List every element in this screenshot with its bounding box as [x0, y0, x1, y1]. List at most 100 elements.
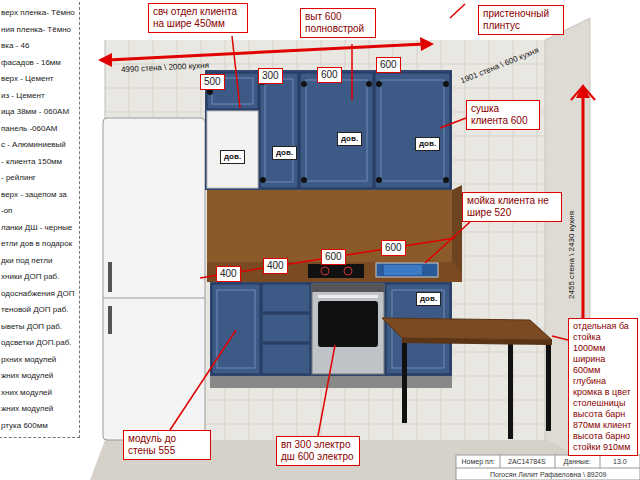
dimension-label: 2455 стена \ 2430 кухня [567, 211, 577, 299]
callout-box: отдельная ба стойка 1000мм ширина 600мм … [568, 318, 638, 456]
node-text: 400 [267, 260, 284, 272]
oven-window [318, 301, 378, 347]
plinth [210, 376, 452, 388]
cabinet-door [212, 284, 260, 374]
leader-line [552, 336, 568, 340]
door-tag: дов. [220, 150, 245, 164]
title-block [456, 455, 640, 480]
node-text: ыветы ДОП раб. [1, 319, 75, 336]
hinge-dot [301, 177, 307, 183]
door-tag: дов. [337, 132, 362, 146]
callout-box: пристеночный плинтус [478, 5, 564, 35]
title-block-cell: Данные: [564, 457, 591, 466]
node-text: вп 300 электро дш 600 электро [281, 439, 355, 463]
door-panel [306, 80, 367, 181]
cabinet-door [375, 73, 450, 188]
title-block-cell: 13.0 [613, 457, 627, 466]
node-text: одсветки ДОП.раб. [1, 335, 75, 352]
oven-handle [318, 295, 378, 298]
title-block-cell: 2АС14784S [508, 457, 546, 466]
fridge-handle [108, 306, 112, 334]
node-text: отдельная ба стойка 1000мм ширина 600мм … [573, 321, 633, 453]
burner [321, 267, 329, 275]
cooktop [308, 264, 364, 278]
node-text: ртука 600мм [1, 418, 75, 435]
dimension-box: 600 [376, 57, 401, 73]
hinge-dot [443, 81, 449, 87]
node-text: фасадов - 16мм [1, 55, 75, 72]
hinge-dot [260, 177, 266, 183]
title-block-grid [456, 455, 640, 468]
door-tag: дов. [415, 137, 440, 151]
node-text: пристеночный плинтус [483, 8, 559, 32]
cabinet-door [300, 73, 373, 188]
node-text: жних модулей [1, 368, 75, 385]
node-text: 300 [262, 70, 279, 82]
arrow-chevron [571, 86, 595, 100]
countertop [207, 262, 462, 282]
callout-box: мойка клиента не шире 520 [462, 192, 562, 222]
node-text: - рейлинг [1, 170, 75, 187]
callout-box: выт 600 полновстрой [300, 8, 376, 38]
bar-table-edge [402, 338, 552, 345]
node-text: 400 [220, 268, 237, 280]
drawer [262, 314, 310, 342]
node-text: мойка клиента не шире 520 [467, 195, 557, 219]
fridge [103, 118, 205, 440]
callout-box: вп 300 электро дш 600 электро [276, 436, 360, 466]
node-text: панель -060AM [1, 121, 75, 138]
node-text: с - Алюминиевый [1, 137, 75, 154]
node-text: верх - зацепом за [1, 187, 75, 204]
leader-line [232, 36, 240, 108]
node-text: 500 [204, 76, 221, 88]
drawer [262, 344, 310, 374]
leader-line [351, 44, 353, 100]
node-text: выт 600 полновстрой [305, 11, 371, 35]
dimension-box: 400 [263, 258, 288, 274]
door-panel [265, 79, 293, 182]
leader-line [318, 345, 335, 436]
drawer [262, 284, 310, 312]
dimension-box: 400 [216, 266, 241, 282]
node-text: етли дов в подарок [1, 236, 75, 253]
title-block-cell: Номер пл: [462, 457, 495, 466]
dimension-box: 600 [317, 67, 342, 83]
node-text: дов. [224, 152, 241, 162]
node-text: дки под петли [1, 253, 75, 270]
callout-box: свч отдел клиента на шире 450мм [148, 3, 248, 33]
node-text: верх пленка- Тёмно [1, 5, 75, 22]
hinge-dot [376, 81, 382, 87]
sink-bowl [384, 265, 422, 275]
spec-panel: верх пленка- Тёмнония пленка- Тёмновка -… [0, 2, 80, 438]
bar-table-top [382, 318, 552, 340]
burner [344, 267, 352, 275]
leader-line [440, 118, 466, 128]
node-text: дов. [341, 134, 358, 144]
door-tag: дов. [272, 146, 297, 160]
node-text: рхних модулей [1, 352, 75, 369]
title-block-cell: Погосян Лилит Рафаеловна \ 89209 [490, 470, 606, 479]
sink [376, 263, 438, 277]
dimension-box: 600 [381, 240, 406, 256]
door-panel [381, 80, 444, 181]
leader-line [450, 4, 465, 18]
hinge-dot [366, 81, 372, 87]
fridge-door-split [103, 298, 205, 299]
node-text: хних модулей [1, 385, 75, 402]
table-leg [508, 343, 513, 439]
callout-box: сушка клиента 600 [466, 100, 540, 130]
node-text: ланки ДШ - черные [1, 220, 75, 237]
node-text: дов. [420, 294, 437, 304]
leader-line [425, 222, 470, 263]
fridge-handle [108, 262, 112, 292]
node-text: из - Цемент [1, 88, 75, 105]
node-text: одоснабжения ДОП [1, 286, 75, 303]
dimension-box: 300 [258, 68, 283, 84]
node-text: -оп [1, 203, 75, 220]
backsplash [207, 190, 452, 264]
hinge-dot [376, 177, 382, 183]
table-leg [546, 343, 551, 431]
node-text: верх - Цемент [1, 71, 75, 88]
arrow-head [98, 53, 112, 67]
leader-lines [170, 4, 568, 436]
